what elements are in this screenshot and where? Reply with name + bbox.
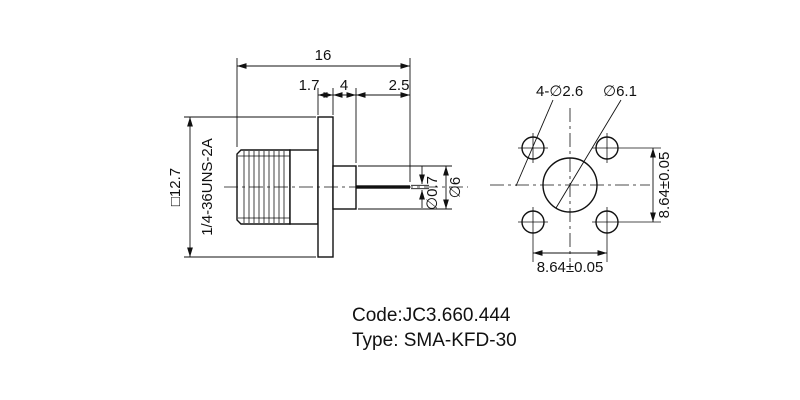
center-hole-leader (555, 99, 622, 209)
title-block: Code:JC3.660.444 Type: SMA-KFD-30 (352, 305, 517, 351)
center-hole-circle (542, 157, 598, 213)
mounting-holes-leader (515, 99, 554, 187)
connector-body (224, 116, 468, 258)
hole-pitch-vertical-dimension: 8.64±0.05 (650, 148, 673, 222)
flange-square-label: □12.7 (167, 168, 184, 206)
side-view: 16 1.7 4 2.5 □12.7 1/4-36UNS-2A (167, 47, 468, 258)
center-hole-label: ∅6.1 (603, 83, 637, 100)
rear-barrel (332, 165, 357, 210)
flange-square-dimension: □12.7 (167, 116, 316, 258)
barrel-diameter-label: ∅6 (447, 177, 464, 198)
barrel-length-label: 4 (340, 77, 348, 94)
hole-pitch-horizontal-label: 8.64±0.05 (537, 259, 604, 276)
pin-diameter-label: ∅0.7 (424, 176, 441, 210)
hole-pitch-horizontal-dimension: 8.64±0.05 (533, 250, 607, 276)
overall-length-label: 16 (315, 47, 332, 64)
flange-thickness-label: 1.7 (299, 77, 320, 94)
pin-length-label: 2.5 (389, 77, 410, 94)
front-view: 4-∅2.6 ∅6.1 8.64±0.05 8.64±0.05 (490, 83, 673, 276)
mounting-holes-label: 4-∅2.6 (536, 83, 583, 100)
hole-pitch-vertical-label: 8.64±0.05 (656, 152, 673, 219)
barrel-diameter-dimension: ∅6 (358, 165, 464, 210)
pin-diameter-dimension: ∅0.7 (411, 166, 441, 210)
overall-length-dimension: 16 (236, 47, 411, 182)
thread-spec-label: 1/4-36UNS-2A (199, 138, 216, 236)
part-code-text: Code:JC3.660.444 (352, 305, 511, 326)
part-type-text: Type: SMA-KFD-30 (352, 330, 517, 351)
chain-dimensions: 1.7 4 2.5 (299, 77, 410, 163)
